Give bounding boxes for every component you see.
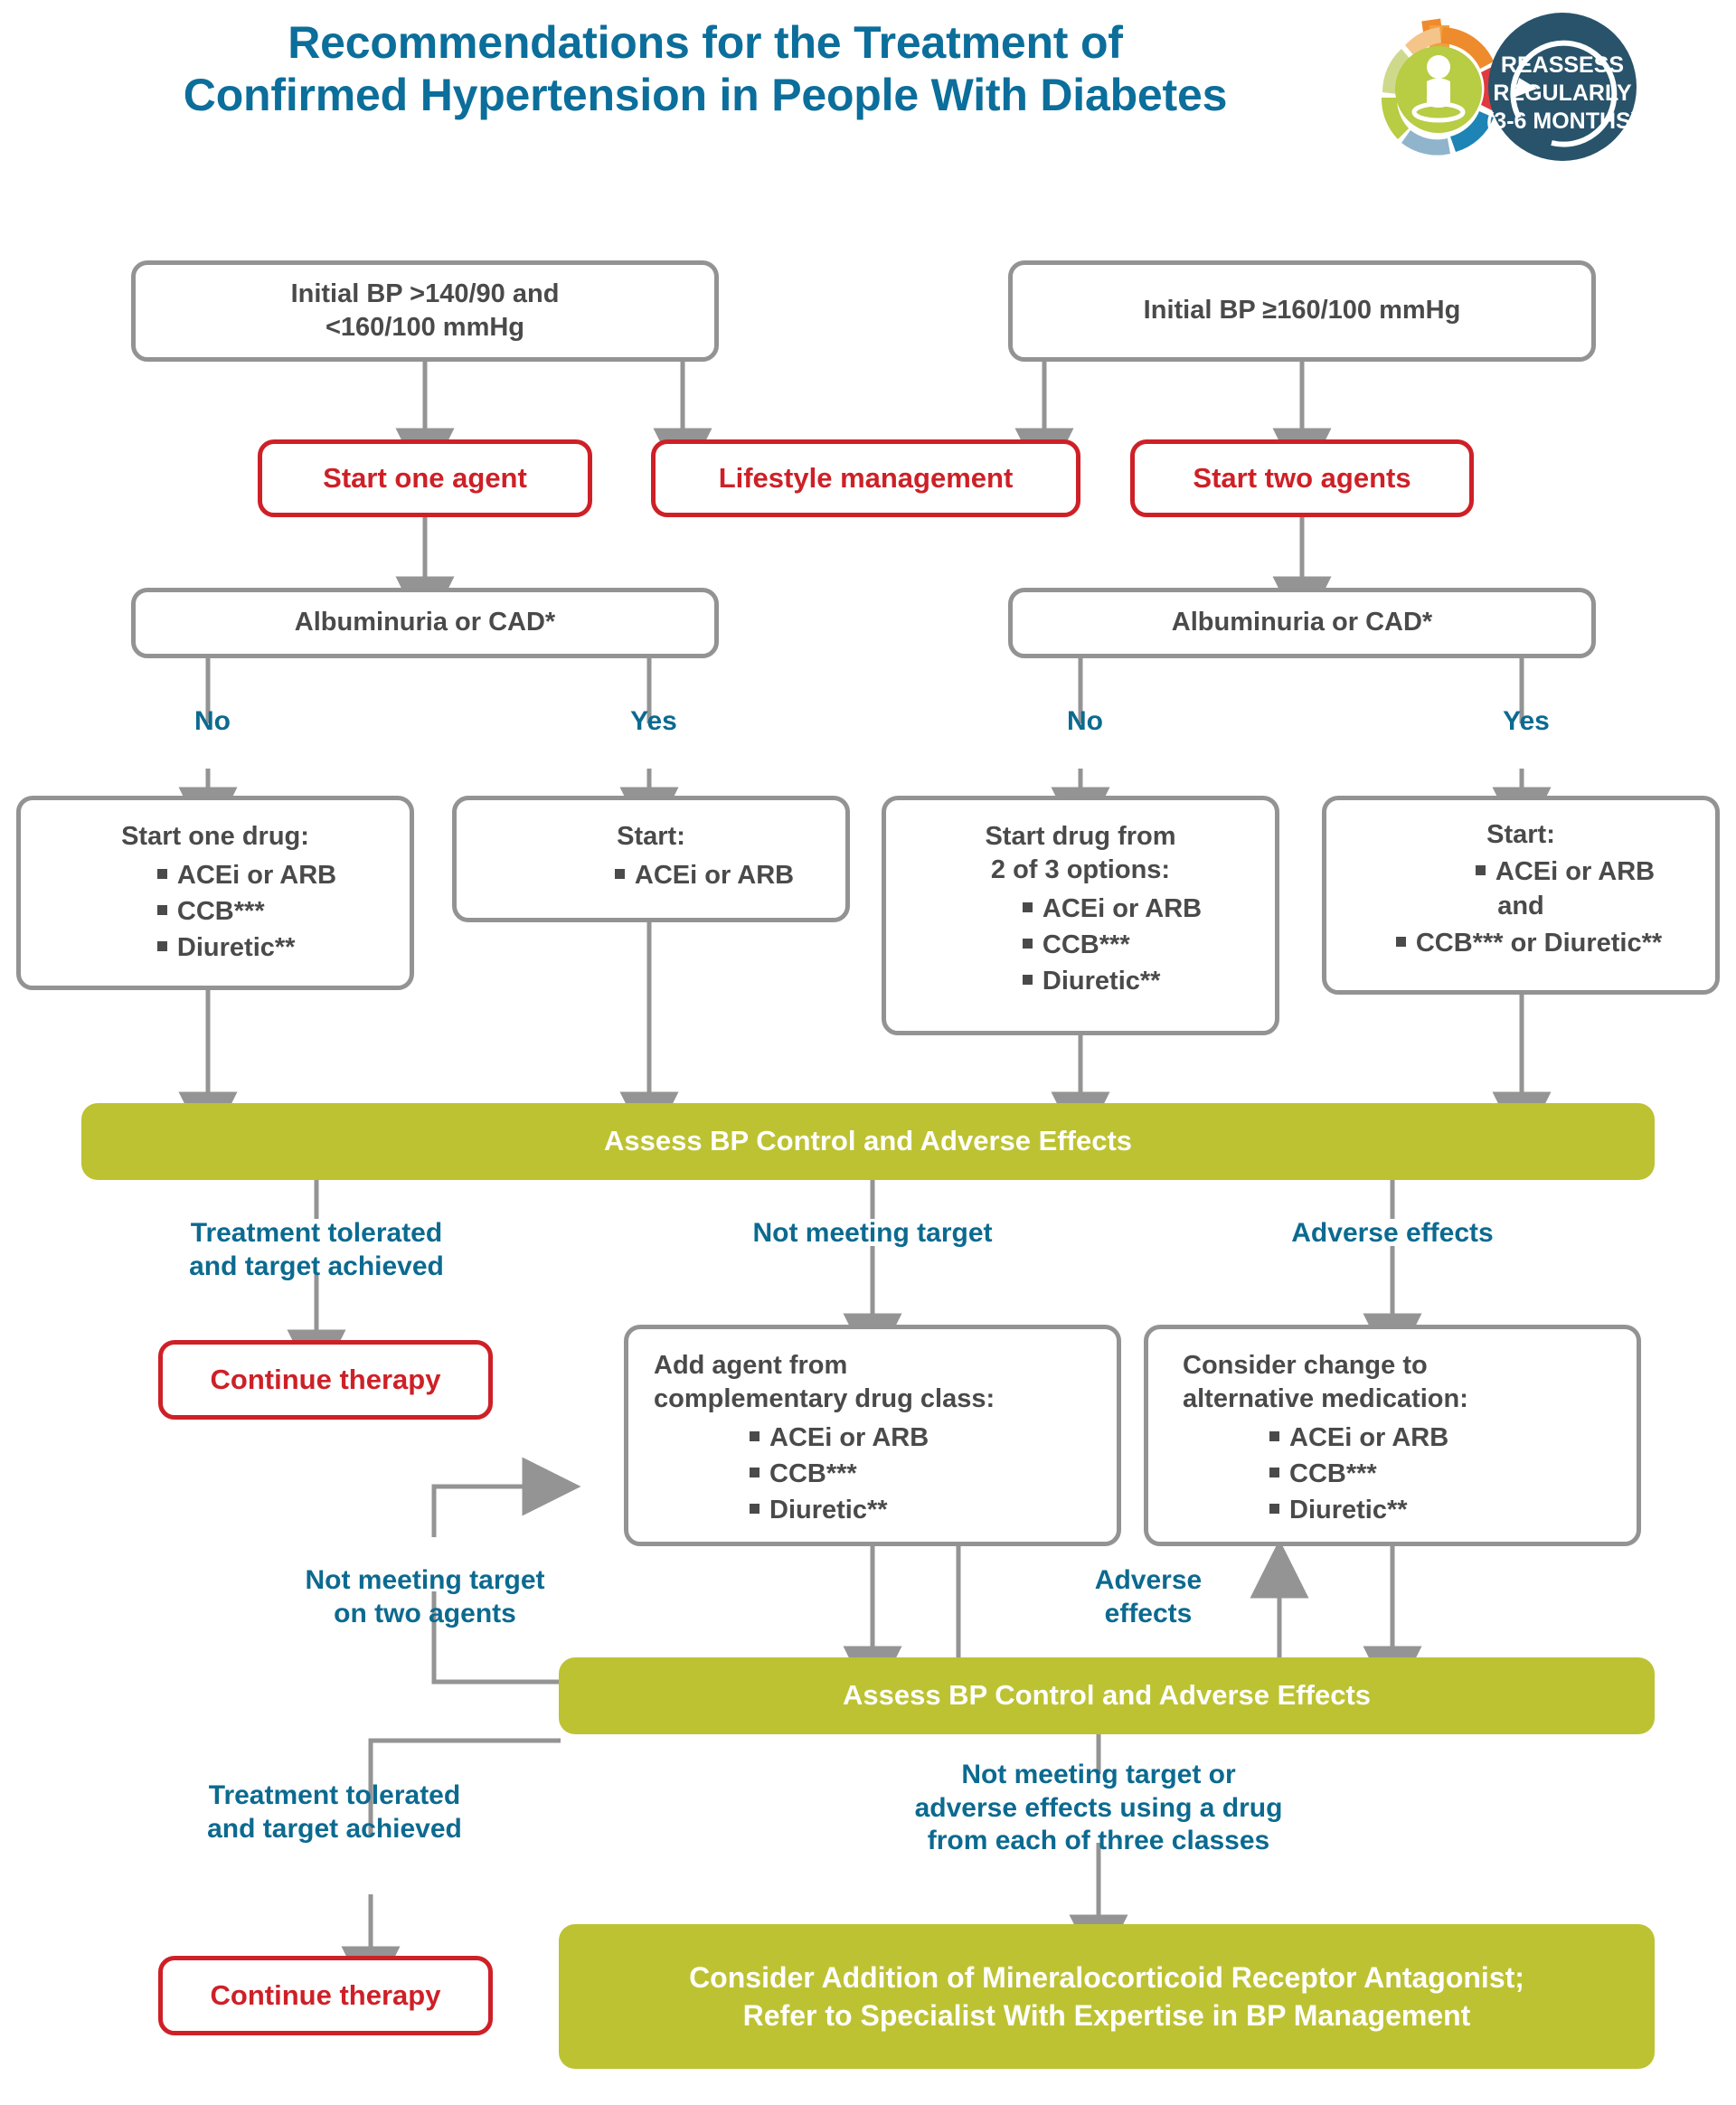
edge-label-no-left: No — [194, 706, 231, 736]
final-recommendation-line2: Refer to Specialist With Expertise in BP… — [742, 1999, 1471, 2032]
edge-label-adverse-effects-loop: Adverse effects — [1094, 1565, 1203, 1628]
final-recommendation-line1: Consider Addition of Mineralocorticoid R… — [689, 1960, 1524, 1994]
continue-therapy-2-label: Continue therapy — [210, 1978, 441, 2011]
list-item: ACEi or ARB — [746, 1420, 929, 1456]
start-right-yes-list-2: CCB*** or Diuretic** — [1392, 925, 1662, 961]
edge-label-no-right: No — [1067, 706, 1103, 736]
node-initial-bp-low: Initial BP >140/90 and <160/100 mmHg — [131, 260, 719, 362]
start-one-drug-heading: Start one drug: — [121, 822, 309, 851]
start-drug-2of3-heading-line1: Start drug from — [985, 822, 1176, 851]
consider-change-list: ACEi or ARB CCB*** Diuretic** — [1266, 1420, 1448, 1528]
person-icon — [1411, 55, 1466, 123]
node-consider-change: Consider change to alternative medicatio… — [1144, 1325, 1641, 1546]
node-start-right-yes: Start: ACEi or ARB and CCB*** or Diureti… — [1322, 796, 1720, 995]
reassess-badge — [1488, 13, 1637, 161]
edge-label-yes-right: Yes — [1503, 706, 1550, 736]
node-start-one-agent[interactable]: Start one agent — [258, 439, 592, 517]
node-assess-bar-1: Assess BP Control and Adverse Effects — [81, 1103, 1655, 1180]
add-agent-list: ACEi or ARB CCB*** Diuretic** — [746, 1420, 929, 1528]
initial-bp-high-text: Initial BP ≥160/100 mmHg — [1143, 296, 1461, 326]
list-item: CCB*** — [1266, 1456, 1448, 1492]
consider-change-heading-line1: Consider change to — [1183, 1351, 1428, 1380]
assess-bar-2-label: Assess BP Control and Adverse Effects — [842, 1679, 1372, 1712]
start-one-agent-label: Start one agent — [323, 461, 527, 494]
node-final-recommendation: Consider Addition of Mineralocorticoid R… — [559, 1924, 1655, 2069]
list-item: CCB*** or Diuretic** — [1392, 925, 1662, 961]
badge-line3: (3-6 MONTHS) — [1486, 109, 1638, 134]
add-agent-heading-line2: complementary drug class: — [654, 1384, 995, 1414]
edge-label-tolerated-target-2: Treatment tolerated and target achieved — [207, 1780, 462, 1844]
assess-bar-1-label: Assess BP Control and Adverse Effects — [603, 1125, 1133, 1157]
start-right-yes-list-1: ACEi or ARB — [1472, 854, 1655, 890]
node-continue-therapy-2[interactable]: Continue therapy — [158, 1956, 493, 2035]
edge-label-not-meeting-target: Not meeting target — [752, 1218, 993, 1248]
list-item: CCB*** — [746, 1456, 929, 1492]
badge-line2: REGULARLY — [1493, 80, 1632, 106]
list-item: ACEi or ARB — [1472, 854, 1655, 890]
node-start-left-yes: Start: ACEi or ARB — [452, 796, 850, 922]
list-item: CCB*** — [154, 893, 336, 930]
node-assess-bar-2: Assess BP Control and Adverse Effects — [559, 1657, 1655, 1734]
node-albuminuria-right: Albuminuria or CAD* — [1008, 588, 1596, 658]
badge-line1: REASSESS — [1501, 52, 1624, 78]
start-right-yes-heading: Start: — [1486, 820, 1555, 849]
start-drug-2of3-list: ACEi or ARB CCB*** Diuretic** — [1019, 891, 1202, 999]
node-albuminuria-left: Albuminuria or CAD* — [131, 588, 719, 658]
start-left-yes-list: ACEi or ARB — [611, 857, 794, 893]
node-initial-bp-high: Initial BP ≥160/100 mmHg — [1008, 260, 1596, 362]
list-item: ACEi or ARB — [154, 857, 336, 893]
initial-bp-low-line1: Initial BP >140/90 and — [290, 278, 560, 308]
start-drug-2of3-heading-line2: 2 of 3 options: — [990, 855, 1171, 885]
albuminuria-left-label: Albuminuria or CAD* — [294, 608, 556, 637]
edge-label-not-meeting-two-agents: Not meeting target on two agents — [305, 1565, 545, 1628]
page-title-line2: Confirmed Hypertension in People With Di… — [183, 70, 1228, 120]
list-item: CCB*** — [1019, 927, 1202, 963]
add-agent-heading-line1: Add agent from — [654, 1351, 848, 1380]
consider-change-heading-line2: alternative medication: — [1183, 1384, 1468, 1414]
node-continue-therapy-1[interactable]: Continue therapy — [158, 1340, 493, 1420]
edge-label-not-meeting-three-classes: Not meeting target or adverse effects us… — [914, 1760, 1283, 1856]
continue-therapy-1-label: Continue therapy — [210, 1363, 441, 1395]
node-add-agent: Add agent from complementary drug class:… — [624, 1325, 1121, 1546]
list-item: Diuretic** — [154, 930, 336, 966]
initial-bp-low-line2: <160/100 mmHg — [325, 313, 525, 342]
edge-label-tolerated-target-1: Treatment tolerated and target achieved — [189, 1218, 444, 1281]
list-item: Diuretic** — [746, 1492, 929, 1528]
list-item: ACEi or ARB — [1266, 1420, 1448, 1456]
edge-label-yes-left: Yes — [630, 706, 677, 736]
node-start-one-drug: Start one drug: ACEi or ARB CCB*** Diure… — [16, 796, 414, 990]
start-right-yes-conjunction: and — [1497, 892, 1544, 921]
start-two-agents-label: Start two agents — [1193, 461, 1411, 494]
albuminuria-right-label: Albuminuria or CAD* — [1171, 608, 1433, 637]
reassess-cycle-logo: REASSESS REGULARLY (3-6 MONTHS) — [1338, 7, 1646, 179]
list-item: Diuretic** — [1266, 1492, 1448, 1528]
node-lifestyle-management[interactable]: Lifestyle management — [651, 439, 1080, 517]
list-item: ACEi or ARB — [1019, 891, 1202, 927]
edge-label-adverse-effects-top: Adverse effects — [1291, 1218, 1494, 1248]
lifestyle-management-label: Lifestyle management — [718, 461, 1014, 494]
start-one-drug-list: ACEi or ARB CCB*** Diuretic** — [154, 857, 336, 966]
list-item: Diuretic** — [1019, 963, 1202, 999]
start-left-yes-heading: Start: — [617, 822, 685, 851]
node-start-drug-2of3: Start drug from 2 of 3 options: ACEi or … — [882, 796, 1279, 1035]
page-title: Recommendations for the Treatment of Con… — [81, 16, 1329, 121]
node-start-two-agents[interactable]: Start two agents — [1130, 439, 1474, 517]
page-title-line1: Recommendations for the Treatment of — [288, 17, 1123, 68]
list-item: ACEi or ARB — [611, 857, 794, 893]
